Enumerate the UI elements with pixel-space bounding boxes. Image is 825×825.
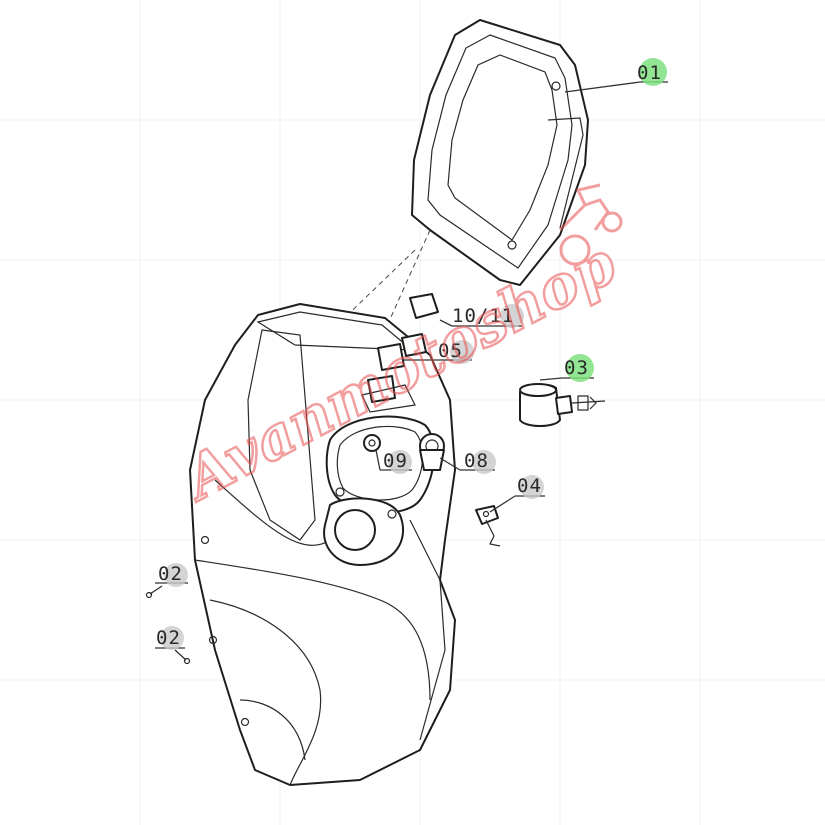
part-05-switch xyxy=(361,343,416,413)
label-part-02-lower: 02 xyxy=(156,627,181,649)
label-badges xyxy=(160,58,667,650)
part-01-cover xyxy=(411,19,589,286)
label-part-05: 05 xyxy=(438,340,463,362)
label-part-04: 04 xyxy=(517,475,542,497)
label-part-10-11: 10/11 xyxy=(452,305,514,327)
label-part-01: 01 xyxy=(637,62,662,84)
tractor-icon xyxy=(558,183,623,266)
part-03-key-switch xyxy=(519,383,606,427)
part-02-screw-lower xyxy=(174,649,191,665)
part-02-screw-upper xyxy=(145,585,163,599)
label-part-09: 09 xyxy=(383,450,408,472)
part-labels: 01 10/11 05 03 08 09 04 02 02 xyxy=(156,62,662,649)
label-part-03: 03 xyxy=(564,357,589,379)
part-08-lock xyxy=(419,433,445,471)
label-part-02-upper: 02 xyxy=(158,563,183,585)
label-part-08: 08 xyxy=(464,450,489,472)
dash-console xyxy=(323,415,436,566)
part-09-knob xyxy=(363,434,381,452)
part-10-11-switch xyxy=(401,293,439,357)
